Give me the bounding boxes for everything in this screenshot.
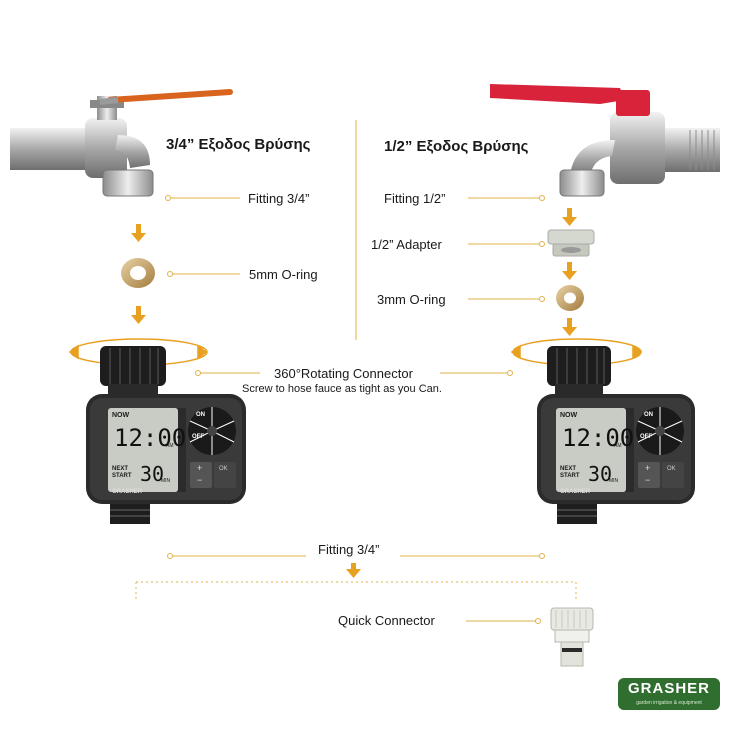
right-timer-ok: OK xyxy=(667,466,676,472)
left-timer-dial-off: OFF xyxy=(192,434,204,440)
right-timer-next-start: NEXT START xyxy=(560,466,580,479)
right-timer-dial-on: ON xyxy=(644,412,653,418)
right-leader-lines xyxy=(440,195,545,376)
bottom-arrow xyxy=(346,563,361,578)
right-heading: 1/2” Εξοδος Βρύσης xyxy=(384,138,529,155)
right-timer-dial-off: OFF xyxy=(640,434,652,440)
right-oring-image xyxy=(556,285,584,311)
left-timer-am: AM xyxy=(166,443,174,449)
left-timer-dial-on: ON xyxy=(196,412,205,418)
grasher-logo: GRASHER garden irrigation & equipment xyxy=(618,678,720,710)
left-arrows xyxy=(131,224,146,324)
right-arrows xyxy=(562,208,577,336)
left-oring-image xyxy=(121,258,155,288)
dotted-bracket xyxy=(135,581,577,600)
right-adapter-image xyxy=(547,229,595,257)
rotating-connector-note: Screw to hose fauce as tight as you Can. xyxy=(242,383,442,395)
logo-tagline: garden irrigation & equipment xyxy=(636,700,702,706)
left-timer-time: 12:00 xyxy=(114,424,187,452)
right-timer-brand: GRASHER xyxy=(560,489,591,495)
bottom-fitting-label: Fitting 3/4” xyxy=(318,542,380,557)
right-timer-plus: + xyxy=(645,463,651,473)
right-timer-image xyxy=(537,346,695,524)
left-timer-plus: + xyxy=(197,463,203,473)
left-timer-min: MIN xyxy=(161,478,171,484)
right-timer-am: AM xyxy=(614,443,622,449)
left-fitting-label: Fitting 3/4” xyxy=(248,191,310,206)
right-faucet-image xyxy=(490,84,720,197)
logo-name: GRASHER xyxy=(627,680,710,697)
left-timer-brand: GRASHER xyxy=(112,489,143,495)
left-timer-minus: − xyxy=(197,475,203,485)
quick-connector-label: Quick Connector xyxy=(338,613,435,628)
left-timer-image xyxy=(86,346,246,524)
right-timer-min: MIN xyxy=(609,478,619,484)
rotating-connector-title: 360°Rotating Connector xyxy=(274,366,413,381)
bottom-fitting-line xyxy=(167,553,545,559)
left-timer-minutes: 30 xyxy=(140,462,165,486)
quick-connector-image xyxy=(550,607,594,667)
left-oring-label: 5mm O-ring xyxy=(249,267,318,282)
left-heading: 3/4” Εξοδος Βρύσης xyxy=(166,136,311,153)
left-timer-ok: OK xyxy=(219,466,228,472)
left-leader-lines xyxy=(165,195,260,376)
right-timer-time: 12:00 xyxy=(562,424,635,452)
left-timer-next-start: NEXT START xyxy=(112,466,132,479)
right-timer-now: NOW xyxy=(560,412,578,419)
right-adapter-label: 1/2” Adapter xyxy=(371,237,442,252)
quick-connector-line xyxy=(466,618,541,624)
right-oring-label: 3mm O-ring xyxy=(377,292,446,307)
left-faucet-image xyxy=(10,89,233,197)
right-timer-minutes: 30 xyxy=(588,462,613,486)
right-timer-minus: − xyxy=(645,475,651,485)
right-fitting-label: Fitting 1/2” xyxy=(384,191,446,206)
left-timer-now: NOW xyxy=(112,412,130,419)
